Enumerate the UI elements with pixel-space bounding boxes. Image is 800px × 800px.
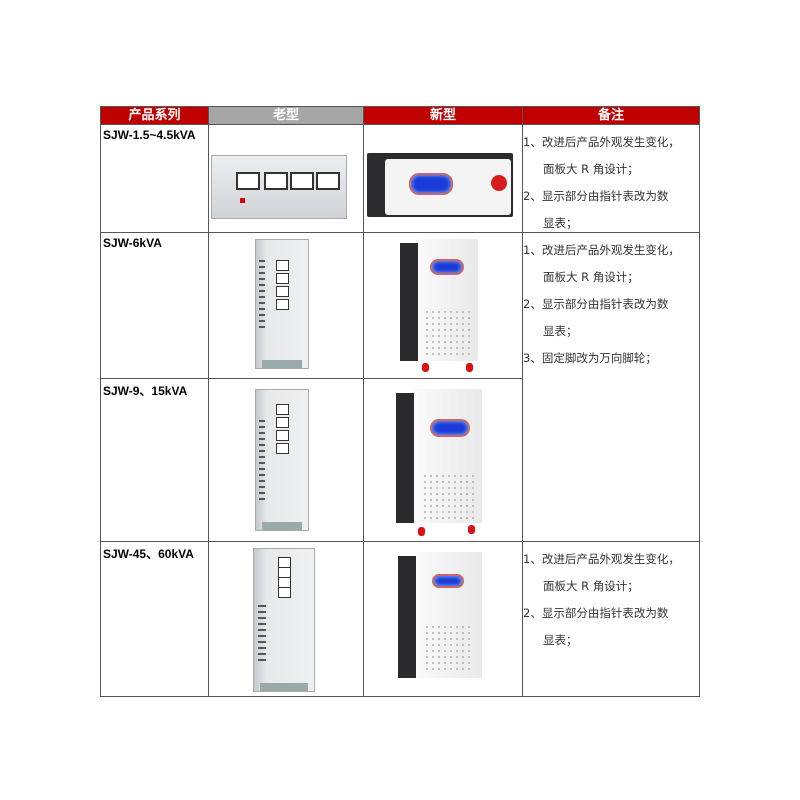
model-cell: SJW-45、60kVA <box>100 541 209 697</box>
header-product-series: 产品系列 <box>100 106 209 125</box>
new-model-image-cell <box>363 541 523 697</box>
new-model-image-cell <box>363 232 523 379</box>
remark-line: 显表； <box>543 324 578 338</box>
old-cabinet-regulator-image <box>255 389 309 531</box>
remarks-cell: 1、改进后产品外观发生变化， 面板大 R 角设计； 2、显示部分由指针表改为数 … <box>522 124 700 233</box>
model-cell: SJW-1.5~4.5kVA <box>100 124 209 233</box>
new-model-image-cell <box>363 124 523 233</box>
new-cabinet-regulator-image <box>400 239 480 375</box>
old-cabinet-regulator-image <box>253 548 315 692</box>
remark-line: 1、改进后产品外观发生变化， <box>523 243 680 257</box>
remark-line: 2、显示部分由指针表改为数 <box>523 189 669 203</box>
new-model-image-cell <box>363 378 523 542</box>
remark-line: 显表； <box>543 216 578 230</box>
old-model-image-cell <box>208 124 364 233</box>
remark-line: 2、显示部分由指针表改为数 <box>523 606 669 620</box>
remark-line: 显表； <box>543 633 578 647</box>
old-desktop-regulator-image <box>211 155 347 219</box>
model-cell: SJW-6kVA <box>100 232 209 379</box>
old-model-image-cell <box>208 232 364 379</box>
new-cabinet-regulator-image <box>396 389 482 539</box>
remark-line: 1、改进后产品外观发生变化， <box>523 552 680 566</box>
remark-line: 2、显示部分由指针表改为数 <box>523 297 669 311</box>
old-model-image-cell <box>208 541 364 697</box>
remark-line: 1、改进后产品外观发生变化， <box>523 135 680 149</box>
remark-line: 3、固定脚改为万向脚轮； <box>523 351 657 365</box>
remarks-cell: 1、改进后产品外观发生变化， 面板大 R 角设计； 2、显示部分由指针表改为数 … <box>522 232 700 542</box>
header-remarks: 备注 <box>522 106 700 125</box>
model-cell: SJW-9、15kVA <box>100 378 209 542</box>
header-old-model: 老型 <box>208 106 364 125</box>
header-new-model: 新型 <box>363 106 523 125</box>
remark-line: 面板大 R 角设计； <box>543 579 639 593</box>
old-cabinet-regulator-image <box>255 239 309 369</box>
remark-line: 面板大 R 角设计； <box>543 270 639 284</box>
new-desktop-regulator-image <box>367 153 513 217</box>
remarks-cell: 1、改进后产品外观发生变化， 面板大 R 角设计； 2、显示部分由指针表改为数 … <box>522 541 700 697</box>
old-model-image-cell <box>208 378 364 542</box>
remark-line: 面板大 R 角设计； <box>543 162 639 176</box>
new-cabinet-regulator-image <box>398 552 482 692</box>
